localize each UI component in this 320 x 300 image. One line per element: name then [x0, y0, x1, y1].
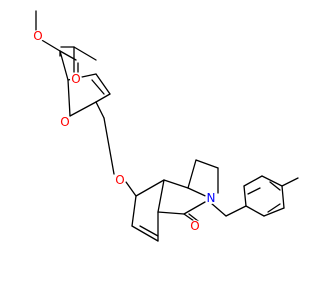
atom-symbol: O — [190, 219, 199, 233]
bond-line — [267, 203, 281, 213]
bond-line — [163, 179, 189, 189]
bond-line — [59, 50, 77, 61]
bond-line — [67, 79, 71, 117]
bond-line — [59, 50, 69, 81]
oxygen-atom-label: O — [32, 29, 44, 43]
bond-line — [69, 101, 97, 117]
oxygen-atom-label: O — [189, 219, 201, 233]
bond-line — [95, 73, 111, 95]
bond-line — [135, 179, 165, 197]
bond-line — [157, 211, 185, 215]
bond-line — [195, 159, 219, 169]
bond-line — [95, 93, 111, 103]
bond-line — [103, 117, 115, 175]
bond-line — [225, 205, 247, 217]
atom-symbol: O — [115, 173, 124, 187]
oxygen-atom-label: O — [114, 173, 126, 187]
bond-line — [139, 225, 159, 237]
bond-line — [243, 175, 263, 187]
bond-line — [188, 213, 199, 222]
bond-line — [183, 213, 195, 222]
bond-line — [187, 159, 197, 189]
bond-line — [39, 38, 61, 52]
bond-line — [157, 179, 165, 213]
bond-line — [269, 181, 281, 191]
bond-line — [243, 185, 247, 207]
bond-line — [73, 46, 97, 61]
oxygen-atom-label: O — [70, 72, 82, 86]
nitrogen-atom-label: N — [205, 191, 217, 205]
bond-line — [125, 181, 137, 197]
bond-line — [245, 205, 265, 217]
bond-line — [281, 185, 285, 209]
bond-line — [91, 79, 105, 95]
bond-line — [261, 175, 283, 187]
bond-line — [281, 177, 299, 187]
atom-symbol: O — [60, 115, 69, 129]
atom-symbol: O — [33, 29, 42, 43]
bond-line — [183, 201, 206, 215]
bond-line — [95, 101, 105, 119]
atom-symbol: O — [71, 72, 80, 86]
bond-line — [210, 202, 227, 217]
bond-line — [263, 207, 285, 217]
bond-line — [247, 187, 261, 195]
bond-line — [131, 225, 159, 242]
atom-symbol: N — [207, 191, 216, 205]
bond-line — [131, 195, 137, 227]
oxygen-atom-label: O — [59, 115, 71, 129]
bond-lines — [35, 10, 299, 242]
